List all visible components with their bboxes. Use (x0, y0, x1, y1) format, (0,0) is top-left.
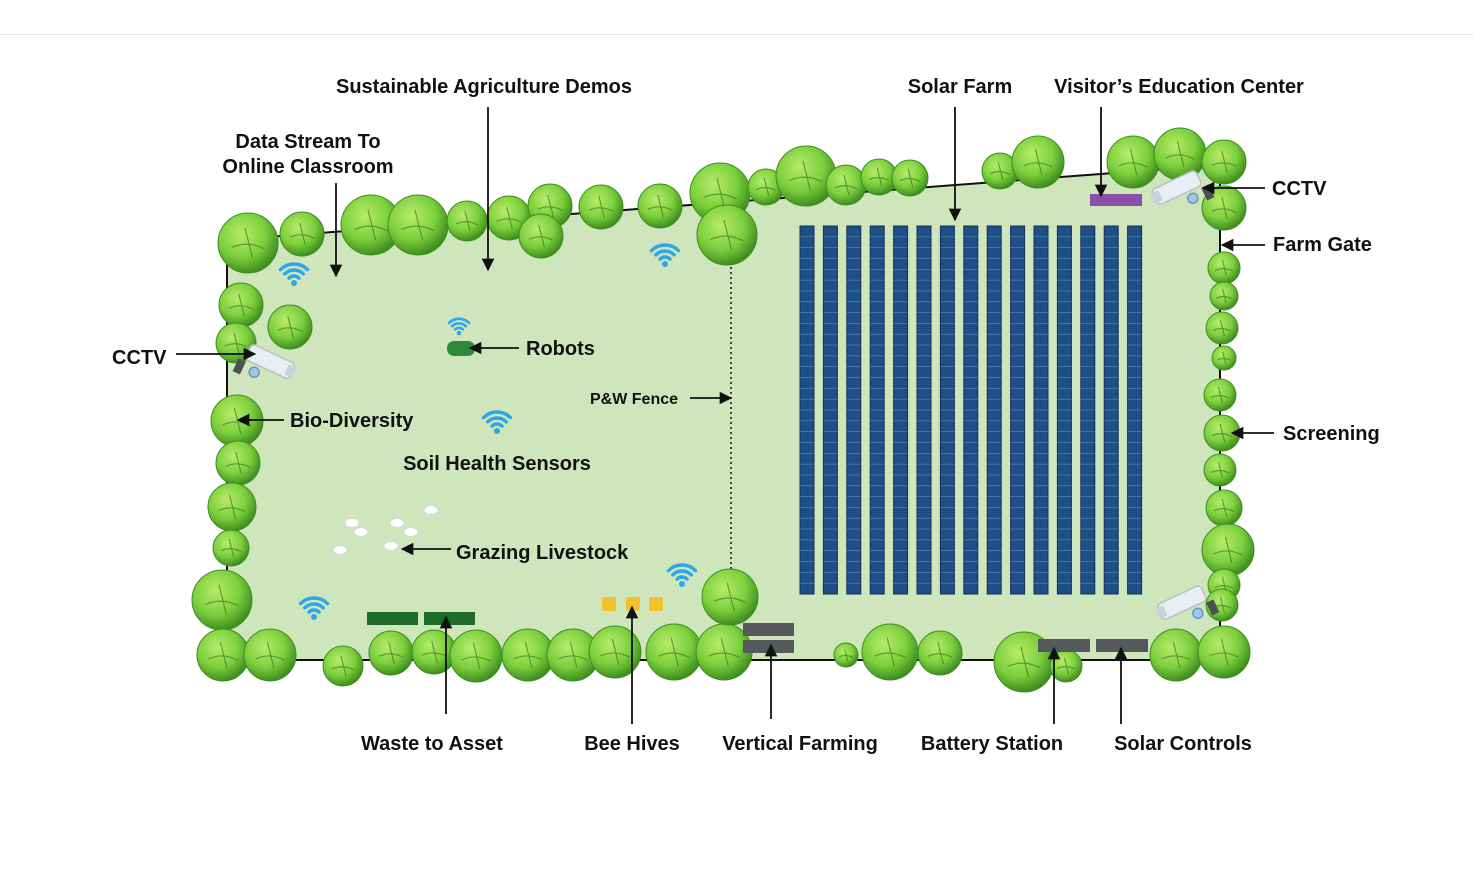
label-data-stream-line2: Online Classroom (222, 156, 393, 178)
solar-controls-unit (1096, 639, 1148, 652)
solar-panel-column (846, 225, 862, 595)
solar-panel-column (916, 225, 932, 595)
tree-icon (1201, 139, 1247, 185)
wifi-icon (666, 563, 698, 587)
tree-icon (279, 211, 325, 257)
tree-icon (1203, 378, 1237, 412)
label-grazing-livestock: Grazing Livestock (456, 542, 629, 564)
tree-icon (1205, 311, 1239, 345)
wifi-icon (649, 243, 681, 267)
tree-icon (588, 625, 642, 679)
tree-icon (981, 152, 1019, 190)
tree-icon (578, 184, 624, 230)
label-bio-diversity: Bio-Diversity (290, 410, 414, 432)
tree-icon (1201, 523, 1255, 577)
tree-icon (1197, 625, 1251, 679)
wifi-icon (278, 262, 310, 286)
battery-station-unit (1038, 639, 1090, 652)
tree-icon (833, 642, 859, 668)
label-pw-fence: P&W Fence (590, 391, 678, 408)
tree-icon (217, 212, 279, 274)
solar-panel-column (869, 225, 885, 595)
label-battery-station: Battery Station (921, 733, 1063, 755)
label-bee-hives: Bee Hives (584, 733, 680, 755)
solar-panel-column (1033, 225, 1049, 595)
tree-icon (196, 628, 250, 682)
wifi-icon (481, 410, 513, 434)
tree-icon (825, 164, 867, 206)
tree-icon (411, 629, 457, 675)
solar-panel-column (986, 225, 1002, 595)
label-cctv-top-right: CCTV (1272, 178, 1327, 200)
tree-icon (891, 159, 929, 197)
label-cctv-left: CCTV (112, 347, 167, 369)
tree-icon (191, 569, 253, 631)
tree-icon (645, 623, 703, 681)
label-waste-to-asset: Waste to Asset (361, 733, 503, 755)
solar-panel-column (963, 225, 979, 595)
waste-to-asset-units (367, 612, 475, 625)
solar-panel-column (1103, 225, 1119, 595)
solar-panel-column (893, 225, 909, 595)
tree-icon (210, 394, 264, 448)
wifi-icon (298, 596, 330, 620)
label-solar-farm: Solar Farm (908, 76, 1012, 98)
wifi-sensors (278, 243, 698, 620)
tree-icon (1209, 281, 1239, 311)
tree-icon (701, 568, 759, 626)
tree-icon (1106, 135, 1160, 189)
tree-icon (387, 194, 449, 256)
solar-panel-column (1010, 225, 1026, 595)
solar-panel-column (939, 225, 955, 595)
top-divider (0, 34, 1473, 35)
tree-icon (212, 529, 250, 567)
tree-icon (775, 145, 837, 207)
tree-icon (243, 628, 297, 682)
label-visitors-education-center: Visitor’s Education Center (1054, 76, 1304, 98)
tree-icon (518, 213, 564, 259)
label-sustainable-agriculture-demos: Sustainable Agriculture Demos (336, 76, 632, 98)
tree-icon (446, 200, 488, 242)
solar-panel-column (822, 225, 838, 595)
tree-icon (215, 440, 261, 486)
label-farm-gate: Farm Gate (1273, 234, 1372, 256)
solar-panel-array (799, 225, 1143, 595)
tree-icon (1211, 345, 1237, 371)
tree-icon (637, 183, 683, 229)
tree-icon (218, 282, 264, 328)
solar-panel-column (1056, 225, 1072, 595)
tree-icon (322, 645, 364, 687)
label-data-stream-line1: Data Stream To (235, 131, 380, 153)
wifi-icon (447, 317, 471, 336)
tree-icon (368, 630, 414, 676)
tree-icon (207, 482, 257, 532)
robot-icon (447, 341, 475, 356)
label-robots: Robots (526, 338, 595, 360)
livestock-icons (332, 505, 439, 555)
solar-panel-column (799, 225, 815, 595)
tree-icon (1205, 489, 1243, 527)
tree-icon (917, 630, 963, 676)
tree-icon (501, 628, 555, 682)
label-screening: Screening (1283, 423, 1380, 445)
label-solar-controls: Solar Controls (1114, 733, 1252, 755)
tree-icon (696, 204, 758, 266)
education-center-building (1090, 194, 1142, 206)
tree-icon (1203, 453, 1237, 487)
tree-icon (449, 629, 503, 683)
solar-panel-column (1080, 225, 1096, 595)
label-soil-health-sensors: Soil Health Sensors (403, 453, 591, 475)
tree-icon (1153, 127, 1207, 181)
solar-panel-column (1127, 225, 1143, 595)
tree-icon (1207, 251, 1241, 285)
tree-icon (861, 623, 919, 681)
tree-icon (1149, 628, 1203, 682)
label-vertical-farming: Vertical Farming (722, 733, 878, 755)
tree-icon (860, 158, 898, 196)
tree-icon (267, 304, 313, 350)
tree-icon (1011, 135, 1065, 189)
